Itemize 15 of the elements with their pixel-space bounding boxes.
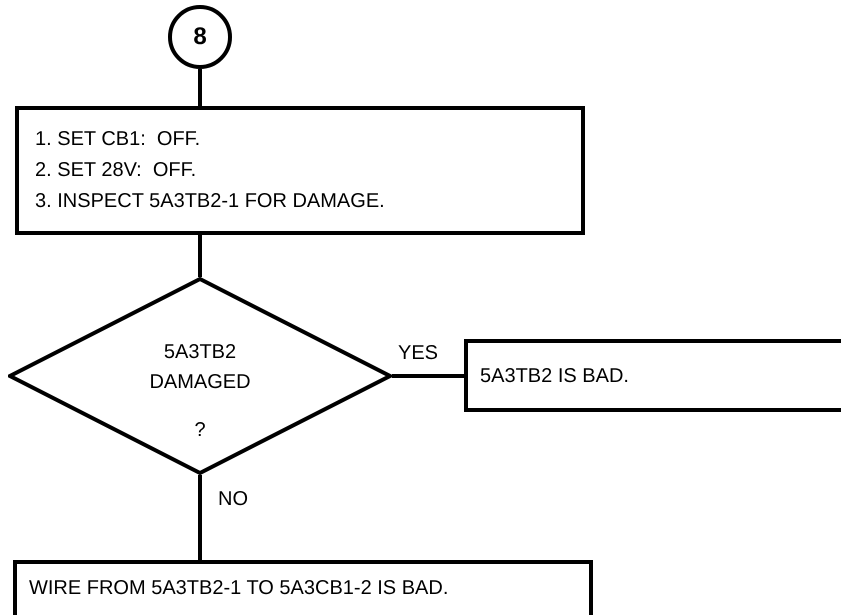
decision-text: ? xyxy=(193,418,207,443)
connector-line xyxy=(198,69,202,106)
page-reference: 8 xyxy=(193,25,207,49)
result-text: 5A3TB2 IS BAD. xyxy=(480,364,630,388)
step-text: 1. SET CB1: OFF. xyxy=(35,127,202,152)
step-text: 3. INSPECT 5A3TB2-1 FOR DAMAGE. xyxy=(35,189,386,214)
connector-line xyxy=(198,235,202,277)
decision-text: 5A3TB2 DAMAGED xyxy=(148,340,252,395)
result-box xyxy=(13,560,593,615)
connector-line xyxy=(392,374,464,378)
connector-line xyxy=(198,475,202,560)
step-text: 2. SET 28V: OFF. xyxy=(35,158,198,183)
process-box xyxy=(15,106,585,235)
result-text: WIRE FROM 5A3TB2-1 TO 5A3CB1-2 IS BAD. xyxy=(29,576,450,601)
result-box xyxy=(464,339,841,412)
